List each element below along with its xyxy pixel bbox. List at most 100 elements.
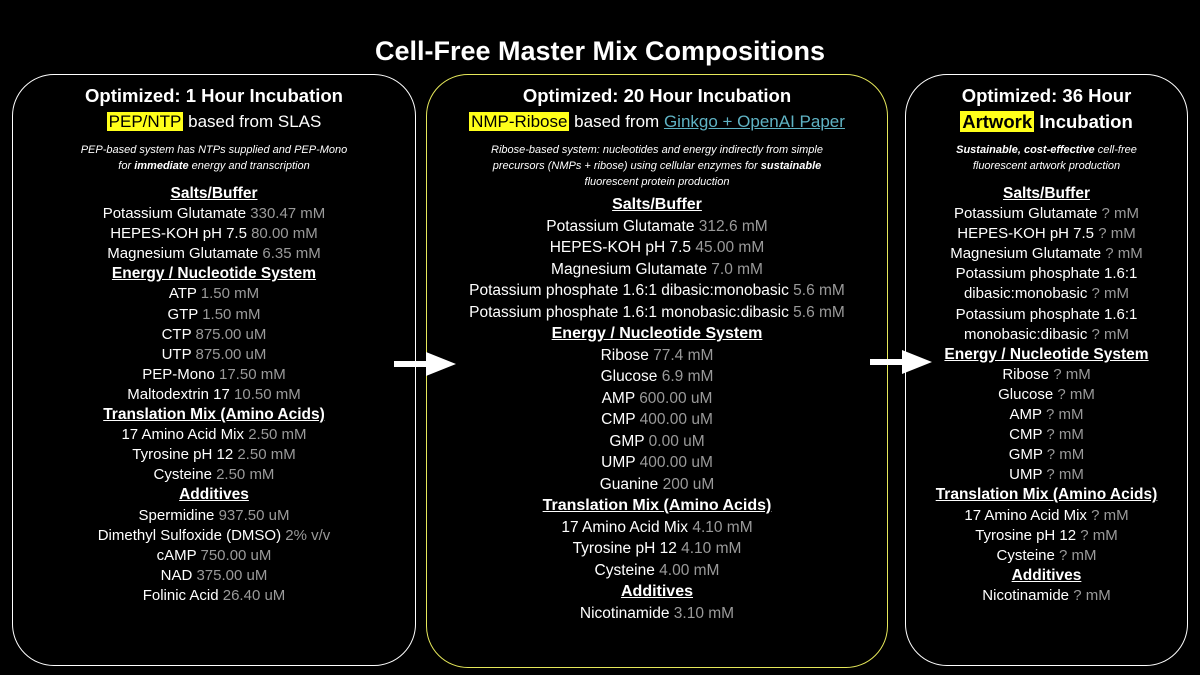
description-text: fluorescent protein production	[584, 176, 730, 188]
component-name: Guanine	[599, 475, 659, 493]
component-row: HEPES-KOH pH 7.5 45.00 mM	[427, 237, 887, 259]
component-value: ? mM	[1046, 446, 1085, 464]
component-value: ? mM	[1098, 225, 1136, 243]
component-row: GMP ? mM	[906, 445, 1187, 465]
component-value: 4.10 mM	[692, 518, 753, 536]
component-name: Potassium Glutamate	[546, 217, 695, 235]
component-name: Tyrosine pH 12	[572, 540, 677, 557]
component-value: 3.10 mM	[673, 604, 735, 622]
component-value: 26.40 uM	[222, 586, 286, 604]
section-title-energy: Energy / Nucleotide System	[111, 265, 317, 283]
component-value: 4.10 mM	[681, 540, 742, 557]
component-name: Folinic Acid	[142, 586, 219, 604]
component-value: 400.00 uM	[639, 411, 713, 428]
component-value: 77.4 mM	[653, 346, 714, 364]
component-value: 6.9 mM	[661, 368, 714, 385]
component-value: 17.50 mM	[219, 365, 286, 383]
component-name: 17 Amino Acid Mix	[561, 518, 689, 536]
component-row: Folinic Acid 26.40 uM	[13, 586, 415, 606]
component-value: 6.35 mM	[262, 245, 321, 263]
panel-subheading: Artwork Incubation	[906, 109, 1187, 135]
component-row: PEP-Mono 17.50 mM	[13, 365, 415, 385]
component-row: Magnesium Glutamate ? mM	[906, 244, 1187, 264]
component-row: ATP 1.50 mM	[13, 284, 415, 304]
component-value: 7.0 mM	[711, 260, 763, 278]
description-text: for	[118, 160, 135, 172]
paper-link[interactable]: Ginkgo + OpenAI Paper	[663, 112, 845, 131]
component-value: ? mM	[1091, 506, 1129, 524]
component-value: ? mM	[1059, 546, 1097, 564]
component-value: 4.00 mM	[659, 561, 720, 579]
component-name: Potassium phosphate 1.6:1 dibasic:monoba…	[955, 265, 1138, 303]
component-value: 330.47 mM	[250, 205, 326, 223]
component-row: Tyrosine pH 12 2.50 mM	[13, 445, 415, 465]
component-name: 17 Amino Acid Mix	[964, 506, 1087, 524]
subheading-text: Incubation	[1034, 111, 1133, 132]
component-name: Potassium phosphate 1.6:1 monobasic:diba…	[469, 303, 789, 321]
panel-1-hour: Optimized: 1 Hour Incubation PEP/NTP bas…	[12, 74, 416, 666]
component-name: cAMP	[156, 546, 197, 564]
description-text: fluorescent artwork production	[972, 160, 1121, 172]
component-name: Magnesium Glutamate	[107, 245, 259, 263]
component-name: GTP	[167, 305, 199, 323]
panel-20-hour: Optimized: 20 Hour Incubation NMP-Ribose…	[426, 74, 888, 668]
component-row: Magnesium Glutamate 6.35 mM	[13, 244, 415, 264]
highlight-label: PEP/NTP	[106, 112, 184, 131]
component-row: Nicotinamide ? mM	[906, 586, 1187, 606]
component-row: Dimethyl Sulfoxide (DMSO) 2% v/v	[13, 526, 415, 546]
component-value: 750.00 uM	[200, 546, 272, 564]
component-row: 17 Amino Acid Mix ? mM	[906, 506, 1187, 526]
component-name: HEPES-KOH pH 7.5	[110, 225, 247, 243]
component-name: CTP	[161, 325, 192, 343]
component-value: 10.50 mM	[234, 385, 301, 403]
additives-list: Nicotinamide 3.10 mM	[427, 603, 887, 625]
component-value: 45.00 mM	[695, 239, 765, 256]
component-name: Tyrosine pH 12	[975, 526, 1077, 544]
section-title-energy: Energy / Nucleotide System	[944, 345, 1149, 363]
section-title-additives: Additives	[1011, 566, 1082, 584]
component-value: 0.00 uM	[648, 432, 705, 450]
component-row: Tyrosine pH 12 ? mM	[906, 526, 1187, 546]
component-name: Cysteine	[594, 561, 655, 579]
component-value: 200 uM	[662, 475, 715, 493]
component-row: CTP 875.00 uM	[13, 325, 415, 345]
section-title-additives: Additives	[179, 486, 249, 504]
component-row: 17 Amino Acid Mix 2.50 mM	[13, 425, 415, 445]
component-value: 600.00 uM	[639, 389, 713, 407]
component-row: UTP 875.00 uM	[13, 345, 415, 365]
component-value: 937.50 uM	[218, 506, 290, 524]
component-name: Potassium Glutamate	[102, 205, 247, 223]
component-name: Glucose	[600, 368, 658, 385]
description-bold: immediate	[134, 160, 189, 172]
component-value: 1.50 mM	[200, 285, 260, 303]
section-title-salts: Salts/Buffer	[612, 196, 702, 213]
description-text: Ribose-based system: nucleotides and ene…	[491, 144, 823, 156]
component-row: Maltodextrin 17 10.50 mM	[13, 385, 415, 405]
component-name: HEPES-KOH pH 7.5	[549, 239, 692, 256]
component-value: 875.00 uM	[195, 325, 267, 343]
component-name: PEP-Mono	[142, 365, 215, 383]
highlight-label: NMP-Ribose	[469, 112, 570, 131]
page-title: Cell-Free Master Mix Compositions	[374, 36, 826, 66]
panel-heading: Optimized: 36 Hour	[961, 85, 1132, 106]
component-row: Magnesium Glutamate 7.0 mM	[427, 259, 887, 281]
description-bold: Sustainable, cost-effective	[956, 144, 1095, 156]
component-value: ? mM	[1057, 385, 1095, 403]
component-row: Ribose ? mM	[906, 365, 1187, 385]
description-text: cell-free	[1094, 144, 1137, 156]
component-row: Potassium Glutamate 330.47 mM	[13, 204, 415, 224]
component-row: UMP ? mM	[906, 465, 1187, 485]
component-value: ? mM	[1045, 406, 1084, 424]
component-row: Cysteine 4.00 mM	[427, 560, 887, 582]
panel-description: PEP-based system has NTPs supplied and P…	[34, 142, 394, 174]
component-value: 80.00 mM	[251, 225, 318, 243]
component-row: Cysteine 2.50 mM	[13, 465, 415, 485]
component-row: Spermidine 937.50 uM	[13, 506, 415, 526]
component-row: Guanine 200 uM	[427, 474, 887, 496]
